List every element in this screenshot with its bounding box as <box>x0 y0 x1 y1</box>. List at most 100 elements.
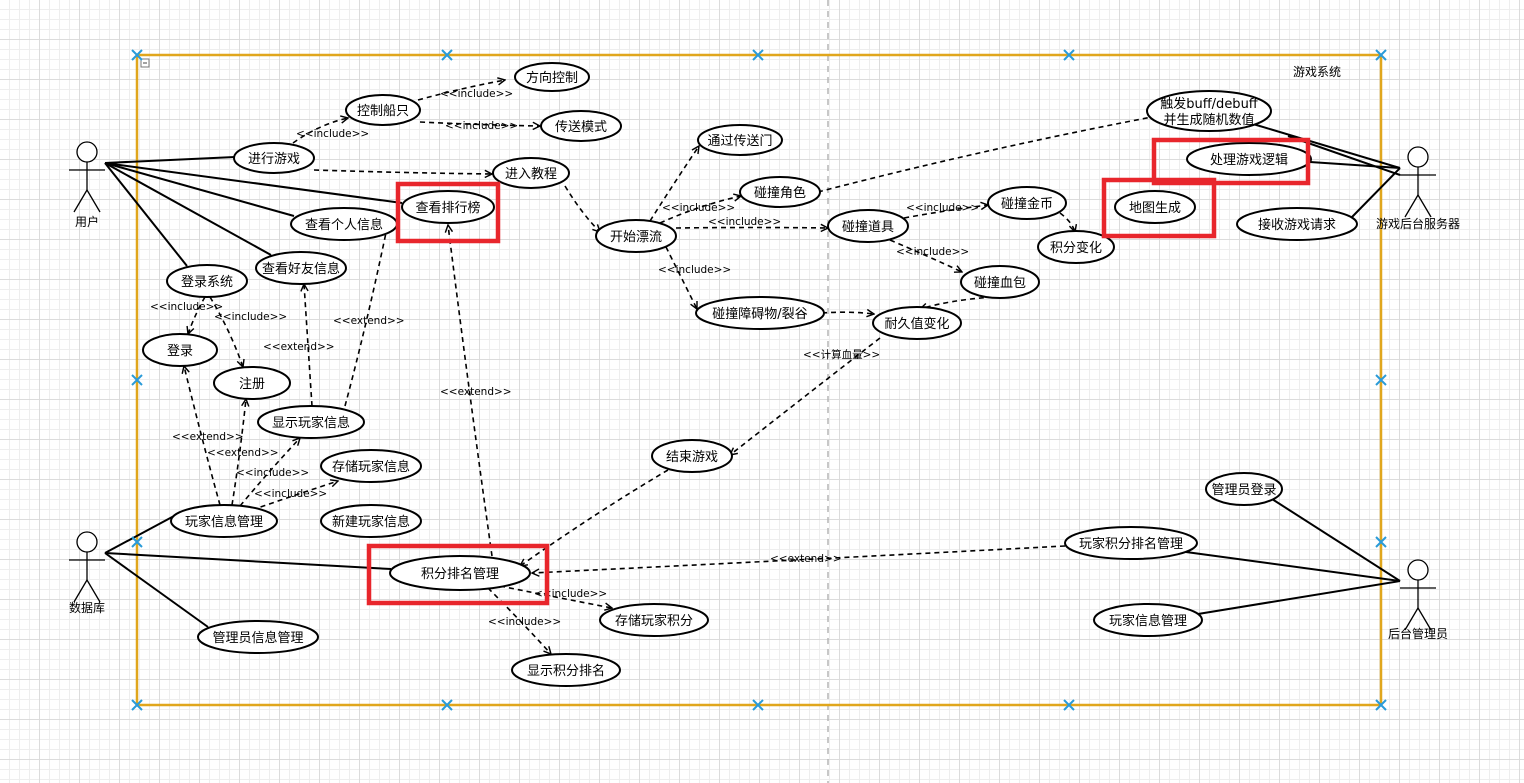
use-case-show_rank[interactable]: 显示积分排名 <box>511 653 621 687</box>
assoc-admin-admin_login[interactable] <box>1271 498 1401 582</box>
actor-user[interactable]: 用户 <box>69 141 105 229</box>
dep-show_player-to-friends[interactable] <box>304 284 313 407</box>
use-case-ellipse[interactable] <box>695 296 825 330</box>
use-case-player_mgmt_admin[interactable]: 玩家信息管理 <box>1093 603 1203 637</box>
resize-handle-icon[interactable] <box>131 374 143 386</box>
dep-rank_mgmt-to-rank_view[interactable] <box>448 225 493 557</box>
dep-hit_obstacle-to-durability[interactable] <box>821 312 874 314</box>
use-case-end_game[interactable]: 结束游戏 <box>651 439 733 473</box>
use-case-ellipse[interactable] <box>389 555 531 591</box>
assoc-db-rank_mgmt[interactable] <box>104 552 392 570</box>
use-case-score_change[interactable]: 积分变化 <box>1037 230 1115 264</box>
dep-player_mgmt-to-store_player[interactable] <box>251 481 338 511</box>
use-case-ellipse[interactable] <box>1114 190 1196 224</box>
resize-handle-icon[interactable] <box>1063 699 1075 711</box>
dep-play-to-ctrl_ship[interactable] <box>417 80 505 101</box>
assoc-db-admin_mgmt[interactable] <box>104 552 209 628</box>
use-case-game_logic[interactable]: 处理游戏逻辑 <box>1186 142 1312 176</box>
use-case-hit_char[interactable]: 碰撞角色 <box>739 176 821 208</box>
use-case-ellipse[interactable] <box>401 190 495 224</box>
actor-admin[interactable]: 后台管理员 <box>1388 559 1448 641</box>
use-case-hit_item[interactable]: 碰撞道具 <box>827 209 909 243</box>
use-case-ellipse[interactable] <box>595 219 677 253</box>
use-case-ellipse[interactable] <box>197 620 319 654</box>
use-case-ellipse[interactable] <box>1037 230 1115 264</box>
dep-player_mgmt-to-login[interactable] <box>184 366 221 506</box>
assoc-user-friends[interactable] <box>104 162 272 256</box>
use-case-ellipse[interactable] <box>492 157 570 189</box>
dep-rank_mgmt_admin-to-rank_mgmt[interactable] <box>532 545 1066 573</box>
assoc-db-player_mgmt[interactable] <box>104 515 175 554</box>
resize-handle-icon[interactable] <box>131 536 143 548</box>
use-case-rank_view[interactable]: 查看排行榜 <box>401 190 495 224</box>
use-case-hit_health[interactable]: 碰撞血包 <box>960 265 1040 299</box>
use-case-ellipse[interactable] <box>320 449 422 483</box>
resize-handle-icon[interactable] <box>1063 49 1075 61</box>
assoc-user-profile[interactable] <box>104 162 295 217</box>
use-case-ellipse[interactable] <box>257 405 365 439</box>
use-case-ellipse[interactable] <box>142 333 218 367</box>
use-case-dir_ctrl[interactable]: 方向控制 <box>514 62 590 92</box>
resize-handle-icon[interactable] <box>1375 49 1387 61</box>
use-case-admin_login[interactable]: 管理员登录 <box>1205 472 1283 506</box>
use-case-ellipse[interactable] <box>255 251 347 285</box>
dep-rank_mgmt-to-show_rank[interactable] <box>487 587 551 654</box>
use-case-teleport_mode[interactable]: 传送模式 <box>540 110 622 142</box>
use-case-player_mgmt[interactable]: 玩家信息管理 <box>170 504 278 538</box>
dep-login_sys-to-register[interactable] <box>209 296 243 367</box>
use-case-ellipse[interactable] <box>540 110 622 142</box>
resize-handle-icon[interactable] <box>752 49 764 61</box>
use-case-rafting[interactable]: 开始漂流 <box>595 219 677 253</box>
resize-handle-icon[interactable] <box>752 699 764 711</box>
dep-player_mgmt-to-register[interactable] <box>231 399 246 506</box>
use-case-ellipse[interactable] <box>345 94 421 126</box>
use-case-ellipse[interactable] <box>1146 90 1272 132</box>
actor-server[interactable]: 游戏后台服务器 <box>1376 146 1460 231</box>
dep-hit_item-to-hit_coin[interactable] <box>903 205 988 219</box>
use-case-ellipse[interactable] <box>599 603 709 637</box>
use-case-friends[interactable]: 查看好友信息 <box>255 251 347 285</box>
dep-rafting-to-hit_obstacle[interactable] <box>665 246 697 309</box>
use-case-ellipse[interactable] <box>987 186 1067 220</box>
use-case-durability[interactable]: 耐久值变化 <box>872 306 962 340</box>
use-case-login_sys[interactable]: 登录系统 <box>166 264 248 298</box>
use-case-ellipse[interactable] <box>872 306 962 340</box>
assoc-server-buff[interactable] <box>1252 123 1401 169</box>
use-case-profile[interactable]: 查看个人信息 <box>290 207 398 241</box>
resize-handle-icon[interactable] <box>131 49 143 61</box>
resize-handle-icon[interactable] <box>1375 374 1387 386</box>
use-case-ellipse[interactable] <box>1093 603 1203 637</box>
dep-show_player-to-profile[interactable] <box>344 223 388 407</box>
use-case-recv_req[interactable]: 接收游戏请求 <box>1236 207 1358 241</box>
use-case-new_player[interactable]: 新建玩家信息 <box>320 504 422 538</box>
dep-hit_health-to-durability[interactable] <box>920 296 994 309</box>
resize-handle-icon[interactable] <box>441 49 453 61</box>
assoc-user-login_sys[interactable] <box>104 162 188 267</box>
use-case-ellipse[interactable] <box>166 264 248 298</box>
use-case-ellipse[interactable] <box>1186 142 1312 176</box>
use-case-ellipse[interactable] <box>170 504 278 538</box>
use-case-ellipse[interactable] <box>514 62 590 92</box>
use-case-portal[interactable]: 通过传送门 <box>697 124 783 156</box>
use-case-ellipse[interactable] <box>960 265 1040 299</box>
assoc-user-play[interactable] <box>104 156 236 164</box>
actor-db[interactable]: 数据库 <box>69 531 105 615</box>
use-case-ellipse[interactable] <box>213 366 291 400</box>
dep-player_mgmt-to-show_player[interactable] <box>239 438 300 507</box>
use-case-rank_mgmt[interactable]: 积分排名管理 <box>389 555 531 591</box>
use-case-login[interactable]: 登录 <box>142 333 218 367</box>
assoc-admin-player_mgmt_admin[interactable] <box>1197 580 1401 615</box>
dep-tutorial-to-rafting[interactable] <box>564 185 600 232</box>
use-case-register[interactable]: 注册 <box>213 366 291 400</box>
assoc-server-recv_req[interactable] <box>1351 167 1401 218</box>
use-case-hit_obstacle[interactable]: 碰撞障碍物/裂谷 <box>695 296 825 330</box>
resize-handle-icon[interactable] <box>1375 699 1387 711</box>
use-case-ellipse[interactable] <box>1205 472 1283 506</box>
dep-play-to-tutorial[interactable] <box>313 169 492 174</box>
use-case-store_player[interactable]: 存储玩家信息 <box>320 449 422 483</box>
dep-ctrl_ship-to-teleport_mode[interactable] <box>292 118 348 144</box>
use-case-hit_coin[interactable]: 碰撞金币 <box>987 186 1067 220</box>
assoc-server-game_logic[interactable] <box>1309 161 1401 169</box>
dep-rafting-to-hit_item[interactable] <box>675 228 828 229</box>
